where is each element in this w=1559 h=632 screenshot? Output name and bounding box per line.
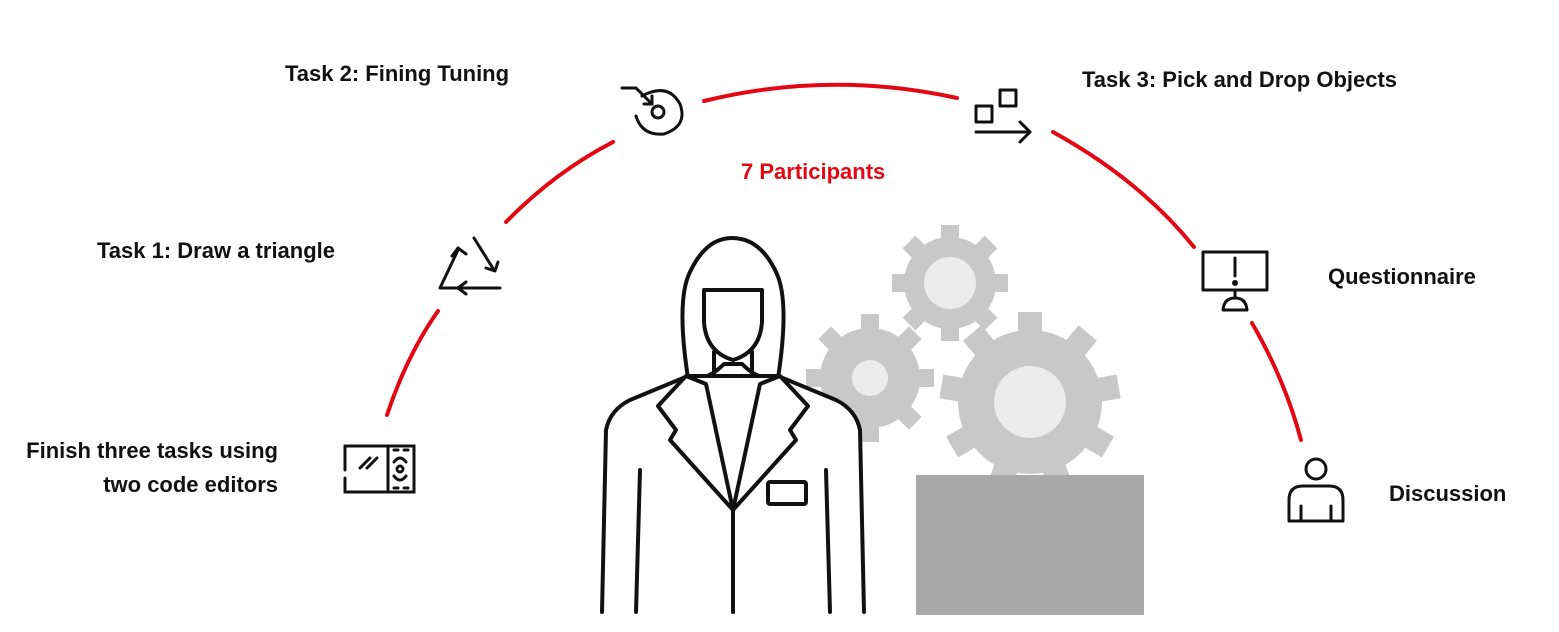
- pick-drop-icon: [974, 88, 1032, 144]
- gears-illustration: [806, 225, 1144, 615]
- fine-tune-target-icon: [620, 86, 684, 136]
- arc: [385, 82, 1303, 442]
- gear-large: [939, 312, 1121, 491]
- task2-label: Task 2: Fining Tuning: [285, 61, 510, 86]
- intro-line-2: two code editors: [103, 472, 278, 497]
- task1-label: Task 1: Draw a triangle: [97, 238, 336, 263]
- arc-segment-2: [504, 140, 615, 224]
- questionnaire-label: Questionnaire: [1328, 264, 1476, 289]
- person-icon: [1287, 457, 1345, 523]
- arc-segment-1: [385, 309, 440, 417]
- cycle-triangle-icon: [438, 236, 502, 296]
- task3-label: Task 3: Pick and Drop Objects: [1082, 67, 1398, 92]
- monitor-alert-icon: [1201, 250, 1269, 312]
- intro-line-1: Finish three tasks using: [26, 438, 278, 463]
- gear-box: [916, 475, 1144, 615]
- arc-segment-4: [1051, 130, 1196, 249]
- researcher-illustration: [600, 236, 866, 614]
- code-editor-icon: [343, 444, 416, 494]
- discussion-label: Discussion: [1389, 481, 1507, 506]
- participants-label: 7 Participants: [741, 159, 886, 184]
- intro-label: Finish three tasks using two code editor…: [26, 434, 278, 502]
- arc-segment-5: [1250, 321, 1303, 442]
- gear-top: [892, 225, 1008, 341]
- arc-segment-3: [702, 82, 959, 103]
